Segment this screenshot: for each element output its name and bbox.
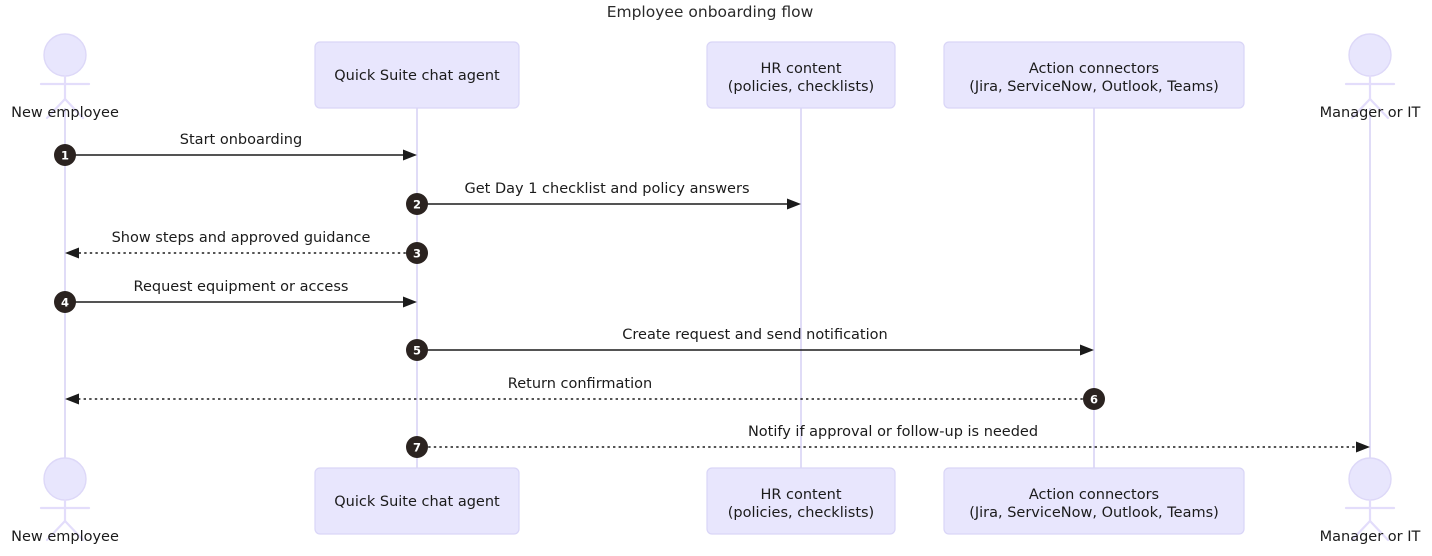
- participant-box[interactable]: [943, 467, 1245, 535]
- sequence-badge: [406, 193, 428, 215]
- message-arrow-head: [65, 393, 79, 405]
- participant-label-hr-content-bottom-line1: HR content: [760, 487, 841, 503]
- message-arrow-head: [1080, 344, 1094, 356]
- actor-head-icon: [1348, 33, 1392, 77]
- sequence-badge: [1083, 388, 1105, 410]
- participant-box[interactable]: [314, 467, 520, 535]
- participant-label-manager-or-it-top: Manager or IT: [1320, 105, 1421, 121]
- participant-new-employee-top[interactable]: New employee: [11, 33, 119, 121]
- actor-legs-icon: [45, 519, 85, 542]
- participant-quick-suite-chat-agent-bottom[interactable]: Quick Suite chat agent: [314, 467, 520, 535]
- actor-head-icon: [43, 33, 87, 77]
- message-arrow-head: [65, 247, 79, 259]
- sequence-badge-number: 4: [61, 295, 69, 309]
- sequence-badge: [54, 144, 76, 166]
- sequence-badge-number: 3: [413, 246, 421, 260]
- participant-label-hr-content-top-line2: (policies, checklists): [728, 79, 874, 95]
- actor-head-icon: [1348, 457, 1392, 501]
- participant-quick-suite-chat-agent-top[interactable]: Quick Suite chat agent: [314, 41, 520, 109]
- actor-legs-icon: [1350, 97, 1390, 120]
- sequence-badge: [406, 242, 428, 264]
- actor-legs-icon: [45, 97, 85, 120]
- message-label: Return confirmation: [508, 376, 652, 392]
- message-5[interactable]: Create request and send notification 5: [406, 327, 1094, 361]
- sequence-badge-number: 6: [1090, 392, 1098, 406]
- message-label: Start onboarding: [180, 132, 302, 148]
- message-label: Request equipment or access: [134, 279, 349, 295]
- participant-label-action-connectors-top-line2: (Jira, ServiceNow, Outlook, Teams): [969, 79, 1219, 95]
- message-1[interactable]: Start onboarding 1: [54, 132, 417, 166]
- participant-label-manager-or-it-bottom: Manager or IT: [1320, 529, 1421, 545]
- participant-label-action-connectors-bottom-line1: Action connectors: [1029, 487, 1159, 503]
- sequence-badge-number: 7: [413, 440, 421, 454]
- sequence-badge: [54, 291, 76, 313]
- sequence-badge: [406, 339, 428, 361]
- participant-label-action-connectors-top-line1: Action connectors: [1029, 61, 1159, 77]
- participant-manager-or-it-top[interactable]: Manager or IT: [1320, 33, 1421, 121]
- participant-new-employee-bottom[interactable]: New employee: [11, 457, 119, 545]
- message-3[interactable]: Show steps and approved guidance 3: [65, 230, 428, 264]
- participant-hr-content-top[interactable]: HR content (policies, checklists): [706, 41, 896, 109]
- participant-action-connectors-bottom[interactable]: Action connectors (Jira, ServiceNow, Out…: [943, 467, 1245, 535]
- actor-head-icon: [43, 457, 87, 501]
- participant-box[interactable]: [943, 41, 1245, 109]
- message-4[interactable]: Request equipment or access 4: [54, 279, 417, 313]
- participant-box[interactable]: [314, 41, 520, 109]
- diagram-title: Employee onboarding flow: [607, 3, 814, 21]
- sequence-badge-number: 5: [413, 343, 421, 357]
- participant-manager-or-it-bottom[interactable]: Manager or IT: [1320, 457, 1421, 545]
- message-arrow-head: [403, 296, 417, 308]
- participant-label-hr-content-bottom-line2: (policies, checklists): [728, 505, 874, 521]
- participant-label-quick-suite-chat-agent-bottom: Quick Suite chat agent: [334, 494, 500, 510]
- participant-label-hr-content-top-line1: HR content: [760, 61, 841, 77]
- participant-box[interactable]: [706, 467, 896, 535]
- participant-label-new-employee-top: New employee: [11, 105, 119, 121]
- sequence-badge-number: 1: [61, 148, 69, 162]
- participant-action-connectors-top[interactable]: Action connectors (Jira, ServiceNow, Out…: [943, 41, 1245, 109]
- message-6[interactable]: Return confirmation 6: [65, 376, 1105, 410]
- message-arrow-head: [1356, 441, 1370, 453]
- message-label: Get Day 1 checklist and policy answers: [465, 181, 750, 197]
- sequence-badge-number: 2: [413, 197, 421, 211]
- message-arrow-head: [787, 198, 801, 210]
- message-label: Show steps and approved guidance: [112, 230, 371, 246]
- participant-hr-content-bottom[interactable]: HR content (policies, checklists): [706, 467, 896, 535]
- message-arrow-head: [403, 149, 417, 161]
- actor-legs-icon: [1350, 519, 1390, 542]
- participant-label-quick-suite-chat-agent-top: Quick Suite chat agent: [334, 68, 500, 84]
- sequence-badge: [406, 436, 428, 458]
- participant-label-action-connectors-bottom-line2: (Jira, ServiceNow, Outlook, Teams): [969, 505, 1219, 521]
- message-2[interactable]: Get Day 1 checklist and policy answers 2: [406, 181, 801, 215]
- message-label: Notify if approval or follow-up is neede…: [748, 424, 1038, 440]
- participant-label-new-employee-bottom: New employee: [11, 529, 119, 545]
- participant-box[interactable]: [706, 41, 896, 109]
- message-7[interactable]: Notify if approval or follow-up is neede…: [406, 424, 1370, 458]
- message-label: Create request and send notification: [622, 327, 887, 343]
